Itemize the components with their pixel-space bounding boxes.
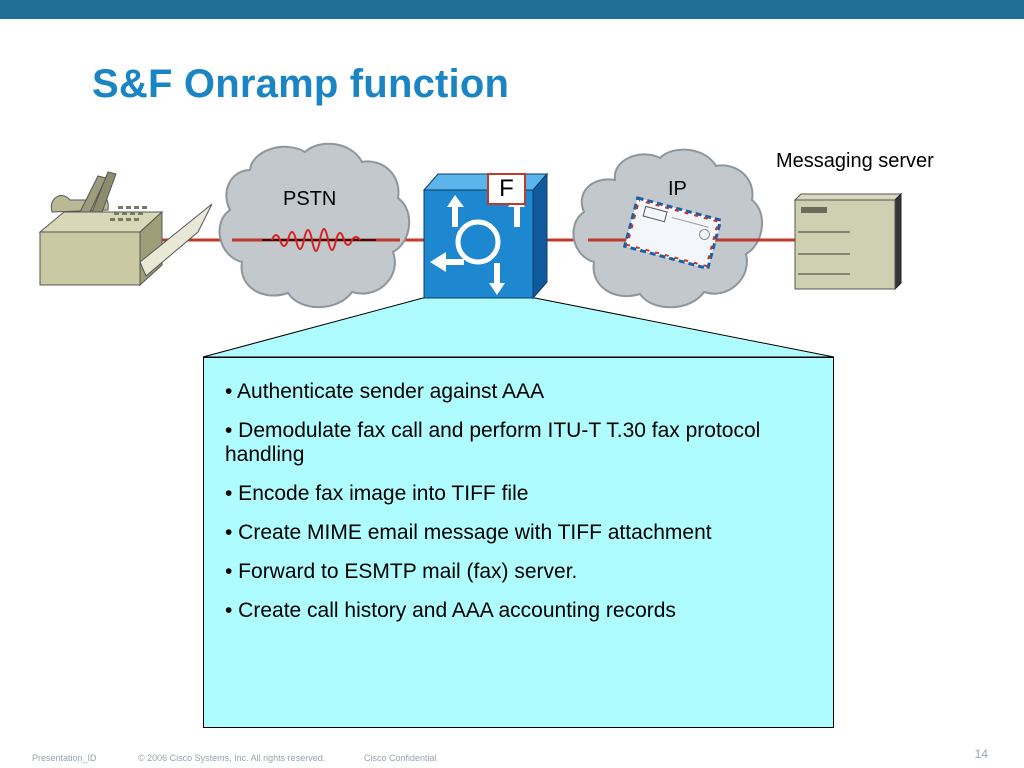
fax-machine-icon (38, 171, 213, 287)
messaging-server-label: Messaging server (776, 150, 934, 172)
copyright-text: © 2006 Cisco Systems, Inc. All rights re… (138, 753, 326, 763)
confidential-text: Cisco Confidential (364, 753, 437, 763)
page-number: 14 (974, 747, 988, 761)
bullet-item: • Forward to ESMTP mail (fax) server. (225, 560, 578, 583)
bullet-item: • Authenticate sender against AAA (225, 380, 545, 403)
bullet-item: • Create MIME email message with TIFF at… (225, 521, 712, 544)
callout-connector (202, 297, 835, 358)
ip-label: IP (668, 178, 687, 200)
server-tower-icon (793, 192, 903, 291)
bullet-item: • Demodulate fax call and perform ITU-T … (225, 419, 761, 466)
presentation-id: Presentation_ID (32, 753, 97, 763)
envelope-icon (622, 196, 723, 271)
bullet-item: • Encode fax image into TIFF file (225, 482, 529, 505)
pstn-cloud (218, 142, 411, 309)
header-bar (0, 0, 1024, 19)
function-callout-box: • Authenticate sender against AAA • Demo… (203, 357, 834, 728)
voice-gateway-icon (422, 172, 549, 300)
bullet-list: • Authenticate sender against AAA • Demo… (225, 380, 800, 638)
pstn-label: PSTN (283, 188, 337, 210)
bullet-item: • Create call history and AAA accounting… (225, 599, 676, 622)
footer: Presentation_ID © 2006 Cisco Systems, In… (32, 753, 437, 763)
slide-title: S&F Onramp function (92, 62, 510, 106)
analog-waveform-icon (262, 228, 376, 252)
feature-marker-label: F (499, 175, 514, 202)
